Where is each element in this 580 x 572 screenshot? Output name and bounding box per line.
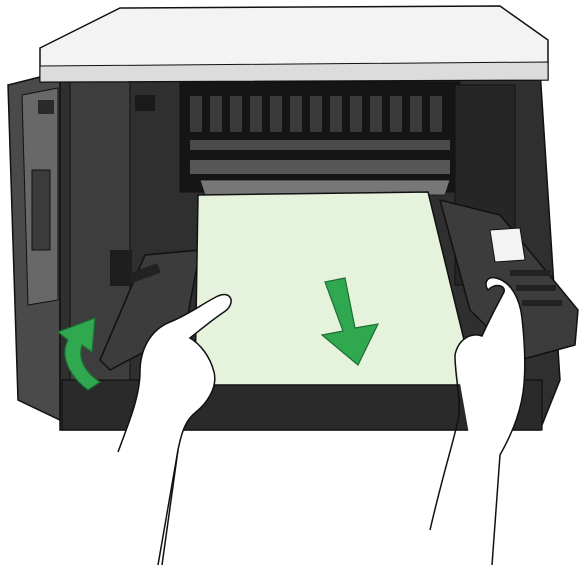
printer-top-cover [40, 6, 548, 82]
